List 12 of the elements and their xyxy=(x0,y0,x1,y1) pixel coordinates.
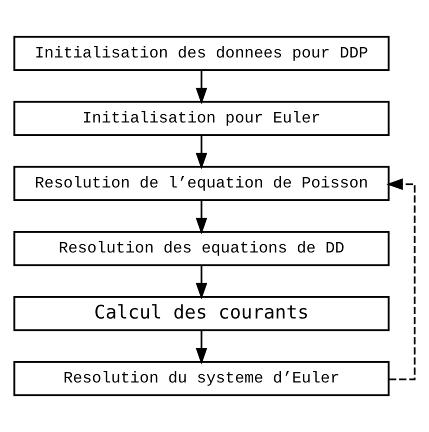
node-box: Calcul des courants xyxy=(13,296,390,332)
node-box: Resolution de l’equation de Poisson xyxy=(13,166,390,202)
arrow xyxy=(386,178,416,380)
arrow xyxy=(196,330,208,364)
node-box: Resolution du systeme d’Euler xyxy=(13,361,390,396)
arrow xyxy=(196,136,208,170)
node-box: Resolution des equations de DD xyxy=(13,230,390,266)
node-box: Initialisation pour Euler xyxy=(13,100,390,136)
arrow xyxy=(196,200,208,234)
arrow xyxy=(196,70,208,104)
node-box: Initialisation des donnees pour DDP xyxy=(13,36,390,71)
arrow xyxy=(196,266,208,300)
